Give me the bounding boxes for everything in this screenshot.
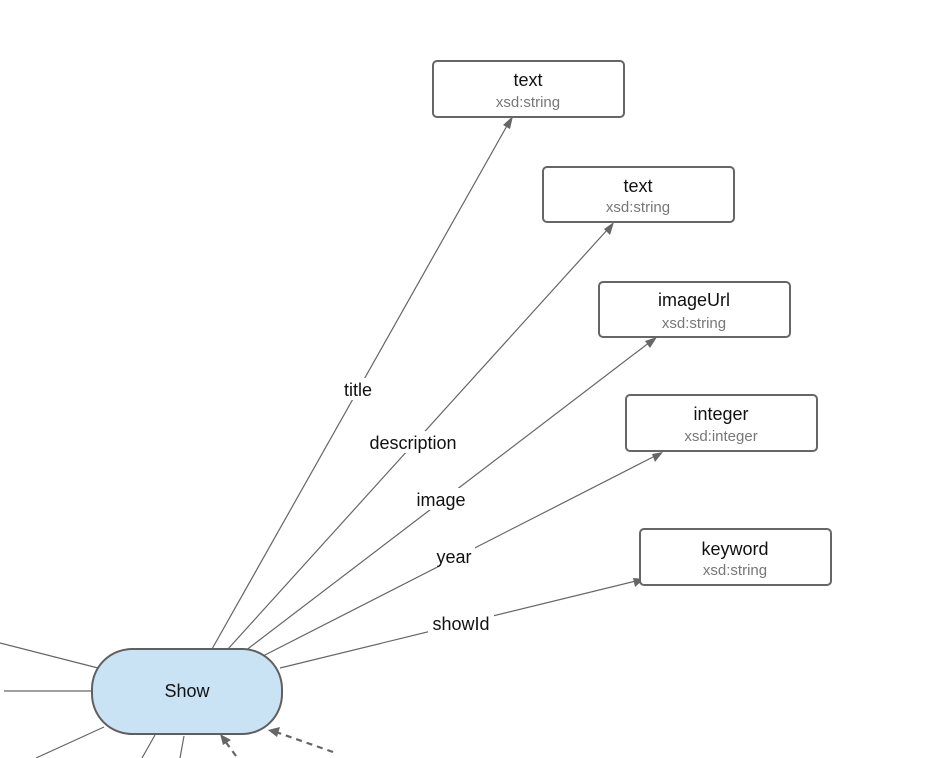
node-name: text bbox=[623, 176, 652, 196]
node-name: imageUrl bbox=[658, 290, 730, 310]
offscreen-edge bbox=[35, 726, 105, 758]
edge-label: year bbox=[436, 547, 471, 567]
node-name: text bbox=[513, 70, 542, 90]
node-showid-keyword[interactable]: keyword xsd:string bbox=[639, 528, 832, 586]
offscreen-edge bbox=[0, 642, 99, 669]
node-description-text[interactable]: text xsd:string bbox=[542, 166, 735, 223]
arrowhead bbox=[503, 116, 513, 129]
offscreen-edge bbox=[141, 734, 156, 758]
dashed-edge bbox=[224, 740, 237, 757]
dashed-arrowhead bbox=[268, 727, 280, 737]
edge-label-year: year bbox=[433, 545, 475, 567]
edge-label-image: image bbox=[413, 488, 469, 510]
arrowhead bbox=[652, 452, 663, 462]
offscreen-edge bbox=[179, 735, 185, 758]
edge-label-showid: showId bbox=[428, 612, 494, 634]
node-image-url[interactable]: imageUrl xsd:string bbox=[598, 281, 791, 338]
node-show[interactable]: Show bbox=[91, 648, 283, 735]
node-title-text[interactable]: text xsd:string bbox=[432, 60, 625, 118]
dashed-edge bbox=[275, 730, 334, 754]
dashed-arrowhead bbox=[220, 734, 231, 745]
arrowhead bbox=[645, 337, 657, 348]
edge-label-title: title bbox=[339, 378, 377, 400]
edge-label: image bbox=[416, 490, 465, 510]
node-name: Show bbox=[164, 681, 210, 701]
node-year-integer[interactable]: integer xsd:integer bbox=[625, 394, 818, 452]
edge-label-description: description bbox=[362, 431, 464, 453]
node-type: xsd:integer bbox=[684, 428, 757, 445]
node-type: xsd:string bbox=[606, 199, 670, 216]
offscreen-edges bbox=[0, 642, 334, 758]
node-type: xsd:string bbox=[496, 94, 560, 111]
node-type: xsd:string bbox=[662, 315, 726, 332]
node-name: keyword bbox=[701, 539, 768, 559]
node-name: integer bbox=[693, 404, 748, 424]
edge-label: description bbox=[369, 433, 456, 453]
edge-label: title bbox=[344, 380, 372, 400]
edge-label: showId bbox=[432, 614, 489, 634]
arrowhead bbox=[604, 222, 614, 235]
node-type: xsd:string bbox=[703, 562, 767, 579]
